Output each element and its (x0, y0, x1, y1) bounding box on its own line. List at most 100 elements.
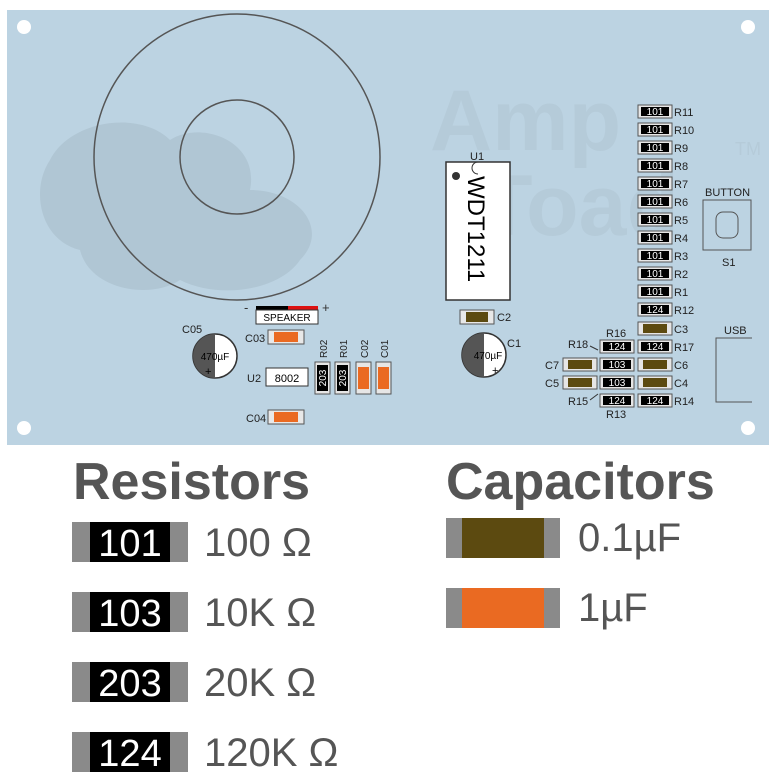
part-c3 (637, 321, 673, 336)
button-actuator (715, 211, 739, 239)
resistor-r6: 101 (637, 194, 673, 209)
part-c02-label: C02 (360, 339, 371, 358)
resistor-value: 10K Ω (204, 591, 317, 635)
part-c01 (375, 361, 392, 395)
resistor-value: 20K Ω (204, 661, 317, 705)
resistor-swatch-body (90, 522, 170, 562)
c2-label: C2 (497, 312, 511, 324)
c03-body (274, 332, 298, 342)
part-c5 (562, 375, 598, 390)
resistor-r2: 101 (637, 266, 673, 281)
resistor-r10-code: 101 (647, 125, 664, 136)
resistor-r11: 101 (637, 104, 673, 119)
resistor-r4: 101 (637, 230, 673, 245)
resistor-r11-label: R11 (674, 107, 693, 119)
c03-label: C03 (245, 333, 265, 345)
cap-c7-label: C7 (545, 360, 559, 372)
resistor-r16-label: R16 (606, 328, 626, 340)
resistor-swatch-code: 103 (98, 593, 161, 632)
resistor-r8-code: 101 (647, 161, 664, 172)
resistor-r18-label: R18 (568, 339, 588, 351)
resistor-r9-body (641, 143, 669, 152)
part-r02-label: R02 (319, 339, 330, 358)
resistor-r2-code: 101 (647, 269, 664, 280)
part-c6 (637, 357, 673, 372)
u1-label: U1 (470, 151, 484, 163)
part-r14-label: R14 (674, 396, 694, 408)
part-r17: 124 (637, 339, 673, 354)
speaker-label: SPEAKER (263, 313, 310, 324)
resistor-r6-label: R6 (674, 197, 688, 209)
part-r01-body (337, 365, 348, 391)
resistor-r5-code: 101 (647, 215, 664, 226)
resistor-r1-code: 101 (647, 287, 664, 298)
resistor-value: 120K Ω (204, 731, 339, 775)
resistor-r12: 124 (637, 302, 673, 317)
resistor-r8-label: R8 (674, 161, 688, 173)
part-r02-body (317, 365, 328, 391)
part-r17-body (641, 342, 669, 351)
part-c4-body (643, 378, 667, 387)
u2-part-number: 8002 (275, 373, 299, 385)
resistor-r2-label: R2 (674, 269, 688, 281)
mid-resistor-1-code: 124 (609, 342, 626, 353)
r15-leader (589, 393, 599, 401)
part-r01-code: 203 (338, 369, 349, 386)
resistor-r7-label: R7 (674, 179, 688, 191)
u1-notch (471, 161, 479, 175)
resistor-r3-label: R3 (674, 251, 688, 263)
part-c7 (562, 357, 598, 372)
resistor-r7-body (641, 179, 669, 188)
part-r01-label: R01 (339, 339, 350, 358)
resistor-swatch-body (90, 592, 170, 632)
resistor-r15-label: R15 (568, 396, 588, 408)
part-c6-label: C6 (674, 360, 688, 372)
c05-plus-sign: + (205, 366, 211, 378)
part-c4 (637, 375, 673, 390)
mid-resistor-4-code: 124 (609, 396, 626, 407)
resistor-r11-code: 101 (647, 107, 664, 118)
part-r14-code: 124 (647, 396, 664, 407)
speaker-wire-black (256, 306, 318, 310)
c1-value: 470µF (474, 351, 503, 362)
resistor-swatch-body (90, 662, 170, 702)
mounting-hole-bottom-right (741, 421, 755, 435)
u1-chip (445, 161, 511, 301)
u2-label: U2 (247, 373, 261, 385)
resistor-r1-body (641, 287, 669, 296)
mid-resistor-2: 103 (599, 357, 635, 372)
resistor-r7: 101 (637, 176, 673, 191)
part-c01-body (378, 367, 389, 389)
mounting-hole-top-left (17, 20, 31, 34)
resistor-value: 100 Ω (204, 521, 312, 565)
resistor-r9-code: 101 (647, 143, 664, 154)
c04-body (274, 412, 298, 422)
resistor-r11-body (641, 107, 669, 116)
resistor-r4-body (641, 233, 669, 242)
speaker-plus-sign: + (322, 300, 330, 315)
mid-resistor-1: 124 (599, 339, 635, 354)
resistor-r13-label: R13 (606, 409, 626, 421)
capacitor-value: 0.1µF (578, 516, 682, 560)
resistor-r12-label: R12 (674, 305, 694, 317)
speaker-outline-outer (93, 13, 381, 301)
part-r14: 124 (637, 393, 673, 408)
resistor-r8-body (641, 161, 669, 170)
button-ref-label: S1 (722, 257, 735, 269)
c05-label: C05 (182, 324, 202, 336)
c04-label: C04 (246, 413, 266, 425)
part-c3-body (643, 324, 667, 333)
part-c5-body (568, 378, 592, 387)
resistor-swatch-103: 103 (72, 592, 188, 632)
capacitor-swatch-body (462, 518, 544, 558)
part-r02: 203 (314, 361, 331, 395)
c2-body (466, 312, 488, 322)
mid-resistor-4: 124 (599, 393, 635, 408)
c1-plus-sign: + (492, 365, 498, 377)
usb-label: USB (724, 325, 747, 337)
mid-resistor-1-body (603, 342, 631, 351)
resistor-r2-body (641, 269, 669, 278)
part-r02-code: 203 (318, 369, 329, 386)
